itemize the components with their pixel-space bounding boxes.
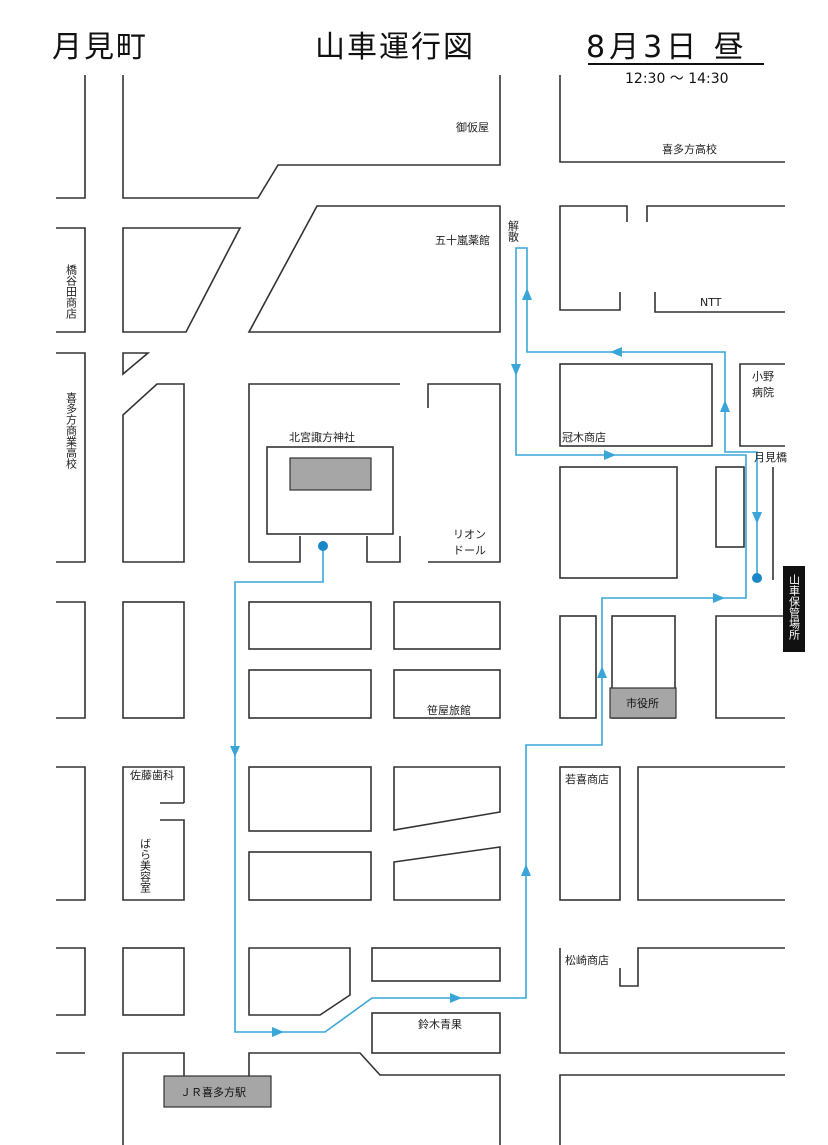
end-dot-icon bbox=[752, 573, 762, 583]
block-outline bbox=[248, 383, 400, 563]
label-station: ＪＲ喜多方駅 bbox=[180, 1085, 246, 1099]
block-outline bbox=[393, 601, 501, 650]
label-tsukimibashi: 月見橋 bbox=[754, 450, 787, 464]
block-outline bbox=[371, 1012, 501, 1054]
block-outline bbox=[122, 947, 185, 1016]
label-kitakata-commercial: 喜多方商業高校 bbox=[65, 392, 78, 470]
float-route bbox=[234, 247, 758, 1033]
block-outline bbox=[619, 947, 785, 987]
storage-sign bbox=[783, 566, 805, 652]
label-sato: 佐藤歯科 bbox=[130, 768, 174, 782]
block-outline bbox=[248, 601, 372, 650]
block-outline bbox=[56, 227, 86, 333]
town-name: 月見町 bbox=[52, 30, 148, 65]
block-outline bbox=[559, 1074, 785, 1145]
label-storage: 山車保管場所 bbox=[788, 574, 801, 641]
block-outline bbox=[56, 766, 86, 901]
block-outline bbox=[715, 466, 745, 548]
label-matsuzaki: 松崎商店 bbox=[565, 953, 609, 967]
label-ntt: NTT bbox=[700, 296, 722, 309]
label-sasaya: 笹屋旅館 bbox=[427, 703, 471, 717]
shrine-building bbox=[289, 457, 372, 491]
event-time: 12:30 ～ 14:30 bbox=[625, 71, 729, 87]
block-outline bbox=[56, 75, 86, 199]
block-outline bbox=[366, 536, 401, 563]
page-title: 山車運行図 bbox=[315, 30, 475, 65]
block-outline bbox=[559, 948, 785, 1054]
block-outline bbox=[247, 205, 501, 333]
block-outline bbox=[248, 1052, 501, 1145]
block-outline bbox=[559, 615, 597, 719]
block-outline bbox=[739, 363, 785, 447]
block-outline bbox=[559, 363, 713, 447]
route-arrow-icon bbox=[450, 993, 462, 1003]
label-kitakata-high: 喜多方高校 bbox=[662, 142, 717, 156]
label-wakaki: 若喜商店 bbox=[565, 772, 609, 786]
route-arrow-icon bbox=[713, 593, 725, 603]
route-arrow-icon bbox=[720, 400, 730, 412]
block-outline bbox=[122, 383, 185, 563]
block-outline bbox=[56, 601, 86, 719]
street-blocks bbox=[56, 75, 785, 1145]
label-kanmuri: 冠木商店 bbox=[562, 430, 606, 444]
block-outline bbox=[427, 383, 501, 563]
label-hashiyada: 橋谷田商店 bbox=[65, 263, 78, 319]
route-arrow-icon bbox=[597, 666, 607, 678]
block-outline bbox=[646, 205, 785, 222]
block-outline bbox=[122, 75, 501, 199]
block-outline bbox=[248, 851, 372, 901]
route-arrow-icon bbox=[604, 450, 616, 460]
label-suzuki: 鈴木青果 bbox=[418, 1017, 462, 1031]
label-rion: リオンドール bbox=[453, 528, 486, 557]
label-igarashi: 五十嵐薬館 bbox=[435, 233, 490, 247]
block-outline bbox=[266, 446, 394, 535]
block-outline bbox=[371, 947, 501, 982]
block-outline bbox=[122, 1052, 185, 1145]
label-ono: 小野病院 bbox=[752, 370, 774, 399]
block-outline bbox=[122, 601, 185, 719]
block-outline bbox=[248, 766, 372, 832]
block-outline bbox=[56, 947, 86, 1016]
route-arrow-icon bbox=[230, 746, 240, 757]
label-gokariya: 御仮屋 bbox=[456, 120, 489, 134]
date-underline bbox=[588, 63, 764, 65]
label-bara: ばら美容室 bbox=[139, 838, 152, 893]
block-outline bbox=[637, 766, 785, 901]
route-arrow-icon bbox=[522, 288, 532, 300]
label-city-hall: 市役所 bbox=[626, 696, 659, 710]
start-dot-icon bbox=[318, 541, 328, 551]
block-outline bbox=[248, 669, 372, 719]
block-outline bbox=[56, 352, 86, 563]
block-outline bbox=[393, 669, 501, 719]
route-arrow-icon bbox=[511, 364, 521, 376]
block-outline bbox=[559, 75, 785, 163]
block-outline bbox=[393, 846, 501, 901]
label-kaisan: 解散 bbox=[507, 219, 520, 243]
route-line bbox=[234, 247, 758, 1033]
block-outline bbox=[393, 766, 501, 831]
block-outline bbox=[559, 466, 678, 579]
block-outline bbox=[122, 352, 151, 376]
block-outline bbox=[122, 766, 185, 901]
block-outline bbox=[122, 227, 242, 333]
block-outline bbox=[248, 947, 351, 1016]
block-outline bbox=[715, 615, 785, 719]
route-arrow-icon bbox=[521, 864, 531, 876]
route-arrow-icon bbox=[610, 347, 622, 357]
label-shrine: 北宮諏方神社 bbox=[289, 430, 355, 444]
route-arrow-icon bbox=[752, 512, 762, 524]
event-date: 8月3日 昼 bbox=[586, 30, 748, 65]
block-outline bbox=[559, 205, 628, 311]
route-arrow-icon bbox=[272, 1027, 284, 1037]
block-outline bbox=[654, 292, 785, 313]
station-building bbox=[163, 1075, 272, 1108]
block-outline bbox=[559, 766, 621, 901]
city-hall-building bbox=[609, 687, 677, 719]
route-arrows bbox=[230, 288, 762, 1037]
